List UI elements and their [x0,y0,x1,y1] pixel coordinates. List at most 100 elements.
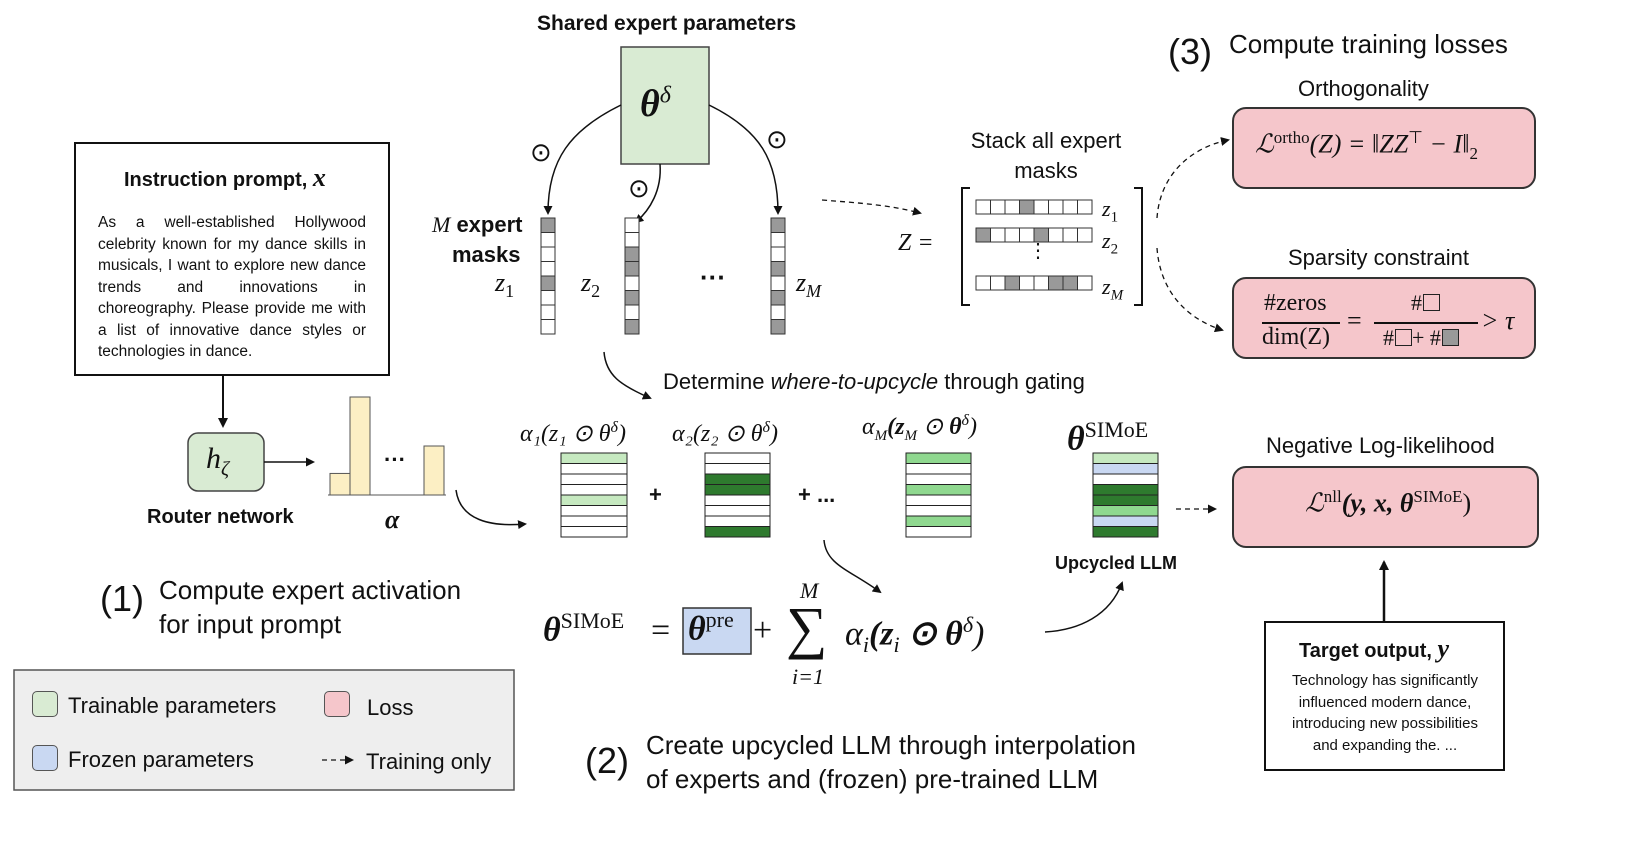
formula-lhs-theta: θ [543,611,561,649]
ortho-t: ⊤ [1408,128,1423,147]
nll-loss-box [1232,466,1539,548]
nll-l: ℒ [1305,488,1324,518]
step1-text: Compute expert activation for input prom… [159,573,461,641]
mask-col-1-cell [540,319,556,335]
step1-line2: for input prompt [159,609,342,639]
arrow-theta-to-zm [708,104,783,215]
mask-col-2-cell [624,304,640,320]
arrow-alpha-to-combos [455,489,527,530]
formula-term-z: (z [868,615,894,653]
mask-col-1-cell [540,261,556,277]
theta-delta-label: θδ [640,82,671,126]
ortho-formula: ℒortho(Z) = ‖ZZ⊤ − I‖2 [1255,128,1478,164]
combo-a1-text: α₁(z₁ ⊙ θ [520,421,611,447]
combo-a2-text: α₂(z₂ ⊙ θ [672,421,763,447]
stack-row-3-cell [1048,275,1064,291]
router-sub: ζ [221,458,230,480]
theta-sup: δ [659,82,671,109]
stack-mask-rows [975,199,1093,291]
z1-base: z [495,268,506,297]
upcycled-stack-row [1092,505,1159,517]
sp-eq: = [1347,306,1362,335]
target-title: Target output, y [1299,634,1449,664]
combo-stack-2-row [704,494,771,506]
stack-row-2-label: z2 [1102,228,1118,258]
stack-row-m-sub: M [1110,287,1124,304]
combo-stack-2-row [704,515,771,527]
stack-row-2-sub: 2 [1110,241,1119,258]
mask-col-1-cell [540,304,556,320]
theta-simoe-symbol: θ [1067,420,1085,458]
stack-title: Stack all expert masks [968,126,1124,186]
masks-dots: ··· [700,262,726,292]
shared-params-title: Shared expert parameters [537,12,797,35]
formula-term-alpha: α [845,615,863,653]
z-equals: Z = [898,230,934,256]
combo-stack-1-row [560,452,628,464]
target-body: Technology has significantly influenced … [1292,672,1478,754]
formula-sum-top: M [800,578,819,603]
z2-sub: 2 [591,281,601,302]
step2-text: Create upcycled LLM through interpolatio… [646,728,1136,796]
sp-filled-box-den [1441,329,1459,346]
formula-pre-theta: θ [688,610,706,648]
combo-stack-1-row [560,526,628,538]
alpha-dots: ··· [384,447,406,472]
mask-col-3-cell [770,319,786,335]
stack-bracket-left [961,187,970,306]
formula-term-odot: ⊙ θ [899,615,963,653]
combo-stack-2-row [704,526,771,538]
combo-a2-delta: δ [762,419,770,436]
combo-a2-label: α₂(z₂ ⊙ θδ) [672,419,778,448]
combo-a1-label: α₁(z₁ ⊙ θδ) [520,419,626,448]
legend-box [13,669,515,791]
router-label: Router network [147,506,294,528]
z1-sub: 1 [505,281,515,302]
combo-am-theta: θ [949,414,962,440]
ortho-sup: ortho [1273,128,1310,147]
ortho-l: ℒ [1255,129,1274,159]
upcycled-stack-row [1092,526,1159,538]
combo-stack-1-row [560,494,628,506]
upcycled-stack-row [1092,484,1159,496]
z2-label: z2 [581,268,600,302]
prompt-box [74,142,390,376]
legend-loss-label: Loss [367,695,414,720]
combo-a2-close: ) [769,421,778,447]
upcycled-stack-row [1092,463,1159,475]
combo-stack-2-row [704,452,771,464]
mask-col-1-cell [540,290,556,306]
ortho-r: (Z) = ‖ZZ [1309,129,1409,159]
stack-title-line1: Stack all expert [970,128,1122,153]
sp-frac-line-1 [1262,322,1340,324]
mask-col-2-cell [624,232,640,248]
step2-line1: Create upcycled LLM through interpolatio… [646,730,1136,760]
legend-frozen-swatch [32,745,58,771]
formula-pre: θpre [688,607,734,648]
nll-title: Negative Log-likelihood [1266,433,1495,458]
combo-stack-1-row [560,505,628,517]
combo-am-delta: δ [961,412,969,429]
arrow-stack-to-ortho [1156,137,1230,219]
arrow-theta-to-z2 [634,163,661,224]
upcycled-stack-row [1092,494,1159,506]
formula-lhs-sup: SIMoE [560,608,625,633]
combo-stack-m-row [905,463,972,475]
combo-stack-m-row [905,505,972,517]
combo-plus-1: + [649,482,662,507]
stack-row-1-cell [1033,199,1049,215]
arrow-theta-to-z1 [543,104,622,215]
masks-word: masks [451,242,521,267]
stack-title-line2: masks [1014,158,1078,183]
mask-col-3-cell [770,232,786,248]
combo-am-sub: M [874,427,888,444]
mask-col-1-cell [540,246,556,262]
nll-args: (y, x, θ [1341,488,1414,518]
theta-pre-box [682,607,752,655]
formula-term-sub: i [862,632,869,658]
combo-plus-dots: + ... [798,482,836,507]
sp-empty-box-num [1423,294,1440,311]
upcycled-label: Upcycled LLM [1055,553,1178,573]
sp-empty-box-den [1395,329,1412,346]
